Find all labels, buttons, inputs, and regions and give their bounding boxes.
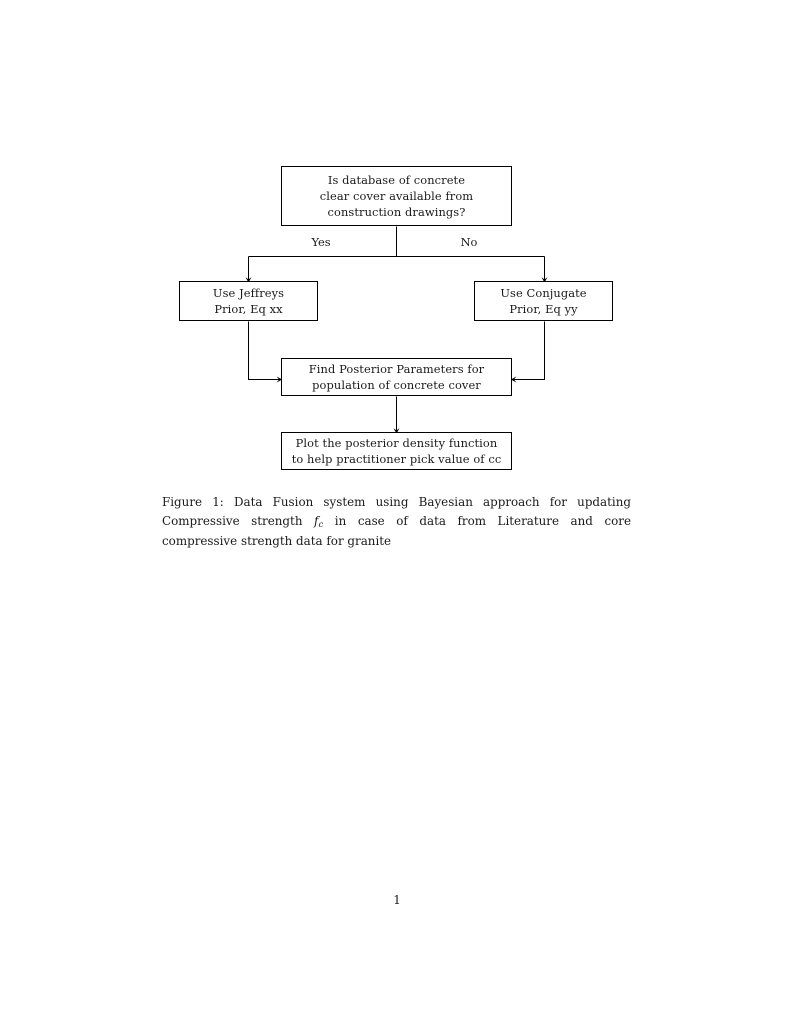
- node-question-line-1: Is database of concrete: [327, 172, 466, 187]
- node-plot-line-1: Plot the posterior density function: [295, 435, 498, 450]
- node-question-line-3: construction drawings?: [327, 205, 466, 220]
- node-posterior-line-2: population of concrete cover: [312, 378, 481, 392]
- figure-caption: Figure 1: Data Fusion system using Bayes…: [162, 493, 631, 551]
- page-number: 1: [393, 893, 401, 907]
- node-plot-line-2: to help practitioner pick value of cc: [291, 452, 502, 466]
- caption-text-part-1: Data Fusion system using Bayesian approa…: [162, 495, 631, 528]
- flowchart-node-conjugate-prior: Use Conjugate Prior, Eq yy: [474, 281, 613, 321]
- edge-jeffreys-to-posterior: [247, 321, 283, 383]
- caption-label: Figure 1:: [162, 495, 224, 509]
- caption-math-subscript: c: [318, 519, 324, 530]
- edge-label-no: No: [460, 235, 478, 249]
- caption-text-part-2: in case of data from Literature and core…: [162, 513, 632, 549]
- node-conjugate-line-2: Prior, Eq yy: [509, 302, 578, 316]
- flowchart-node-jeffreys-prior: Use Jeffreys Prior, Eq xx: [179, 281, 318, 321]
- edge-conjugate-to-posterior: [510, 321, 546, 383]
- flowchart-node-plot-posterior-density: Plot the posterior density function to h…: [281, 432, 512, 470]
- flowchart-node-question: Is database of concrete clear cover avai…: [281, 166, 512, 226]
- node-jeffreys-line-1: Use Jeffreys: [212, 285, 285, 300]
- edge-label-yes: Yes: [311, 235, 331, 249]
- node-posterior-line-1: Find Posterior Parameters for: [308, 361, 485, 376]
- caption-math-variable: f: [314, 513, 319, 528]
- node-jeffreys-line-2: Prior, Eq xx: [214, 302, 283, 316]
- figure-flowchart: Is database of concrete clear cover avai…: [0, 0, 794, 490]
- flowchart-node-find-posterior-parameters: Find Posterior Parameters for population…: [281, 358, 512, 396]
- flowchart-connectors: [245, 226, 548, 434]
- node-question-line-2: clear cover available from: [319, 188, 474, 203]
- node-conjugate-line-1: Use Conjugate: [500, 285, 587, 300]
